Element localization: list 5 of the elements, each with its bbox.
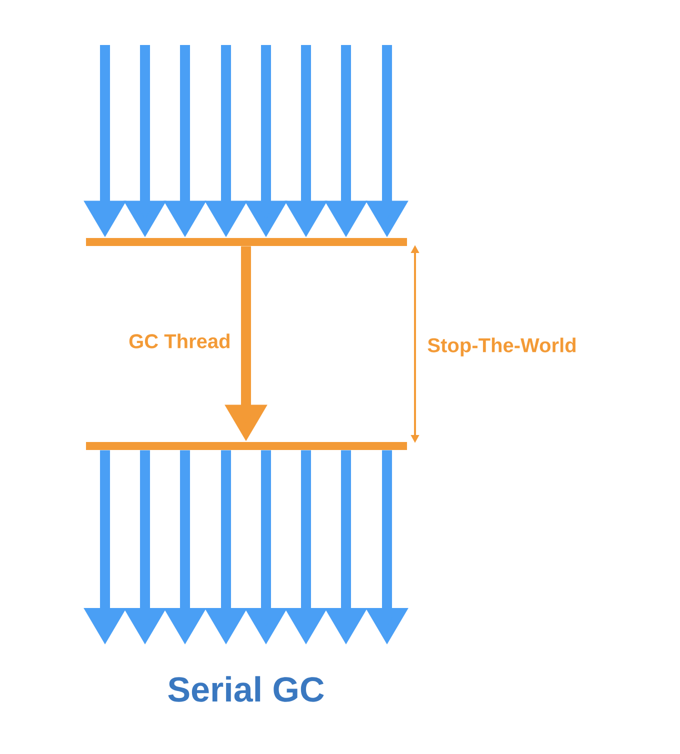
title: Serial GC [168,676,324,702]
bar [86,238,407,246]
bar [86,442,407,450]
dimension-label: Stop-The-World [428,338,576,356]
edge-label: GC Thread [129,334,230,348]
